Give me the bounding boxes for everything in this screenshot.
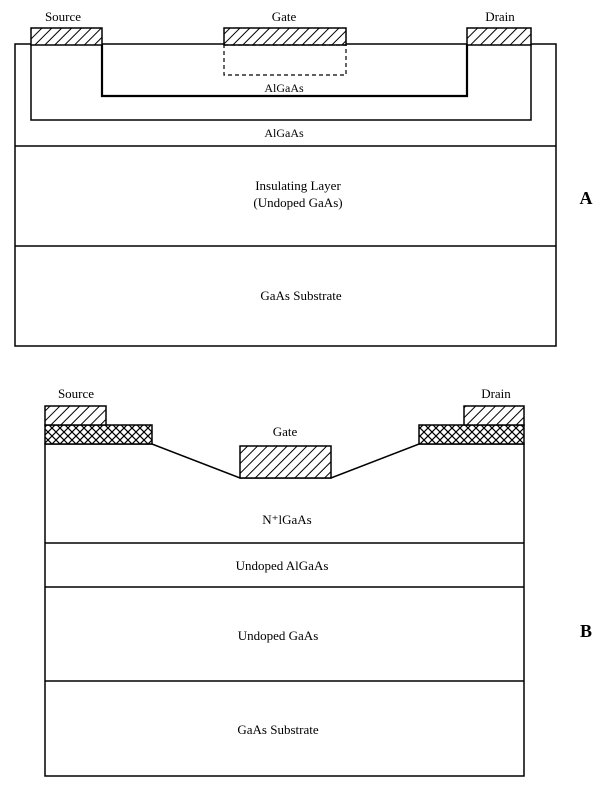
substrate-label-b: GaAs Substrate	[237, 722, 318, 737]
source-contact-a	[30, 27, 103, 46]
inner-algaas-label: AlGaAs	[264, 81, 304, 95]
n-plus-algaas-label: N⁺lGaAs	[262, 512, 311, 527]
outer-algaas-region	[30, 44, 532, 121]
outer-algaas-label: AlGaAs	[264, 126, 304, 140]
substrate-label-a: GaAs Substrate	[260, 288, 341, 303]
inner-algaas-region	[100, 44, 469, 98]
source-label-a: Source	[45, 9, 81, 24]
undoped-gaas-label: Undoped GaAs	[238, 628, 319, 643]
drain-contact-b	[463, 405, 525, 426]
gate-label-a: Gate	[272, 9, 297, 24]
gate-depletion-region	[223, 44, 347, 76]
source-contact-b	[44, 405, 107, 426]
drain-contact-a	[466, 27, 532, 46]
drain-cap-layer	[418, 424, 525, 445]
figure-letter-a: A	[580, 188, 593, 208]
undoped-algaas-label: Undoped AlGaAs	[236, 558, 329, 573]
diagram-b: Source Drain Gate N⁺lGaAs Undoped AlGaAs…	[44, 386, 592, 777]
gate-contact-b	[239, 445, 332, 479]
source-cap-layer	[44, 424, 153, 445]
insulating-layer-label-line2: (Undoped GaAs)	[253, 195, 342, 210]
gate-label-b: Gate	[273, 424, 298, 439]
gate-contact-a	[223, 27, 347, 46]
insulating-layer-label-line1: Insulating Layer	[255, 178, 341, 193]
drain-label-b: Drain	[481, 386, 511, 401]
source-label-b: Source	[58, 386, 94, 401]
diagram-a: Source Gate Drain AlGaAs AlGaAs Insulati…	[14, 9, 593, 347]
figure-letter-b: B	[580, 621, 592, 641]
drain-label-a: Drain	[485, 9, 515, 24]
